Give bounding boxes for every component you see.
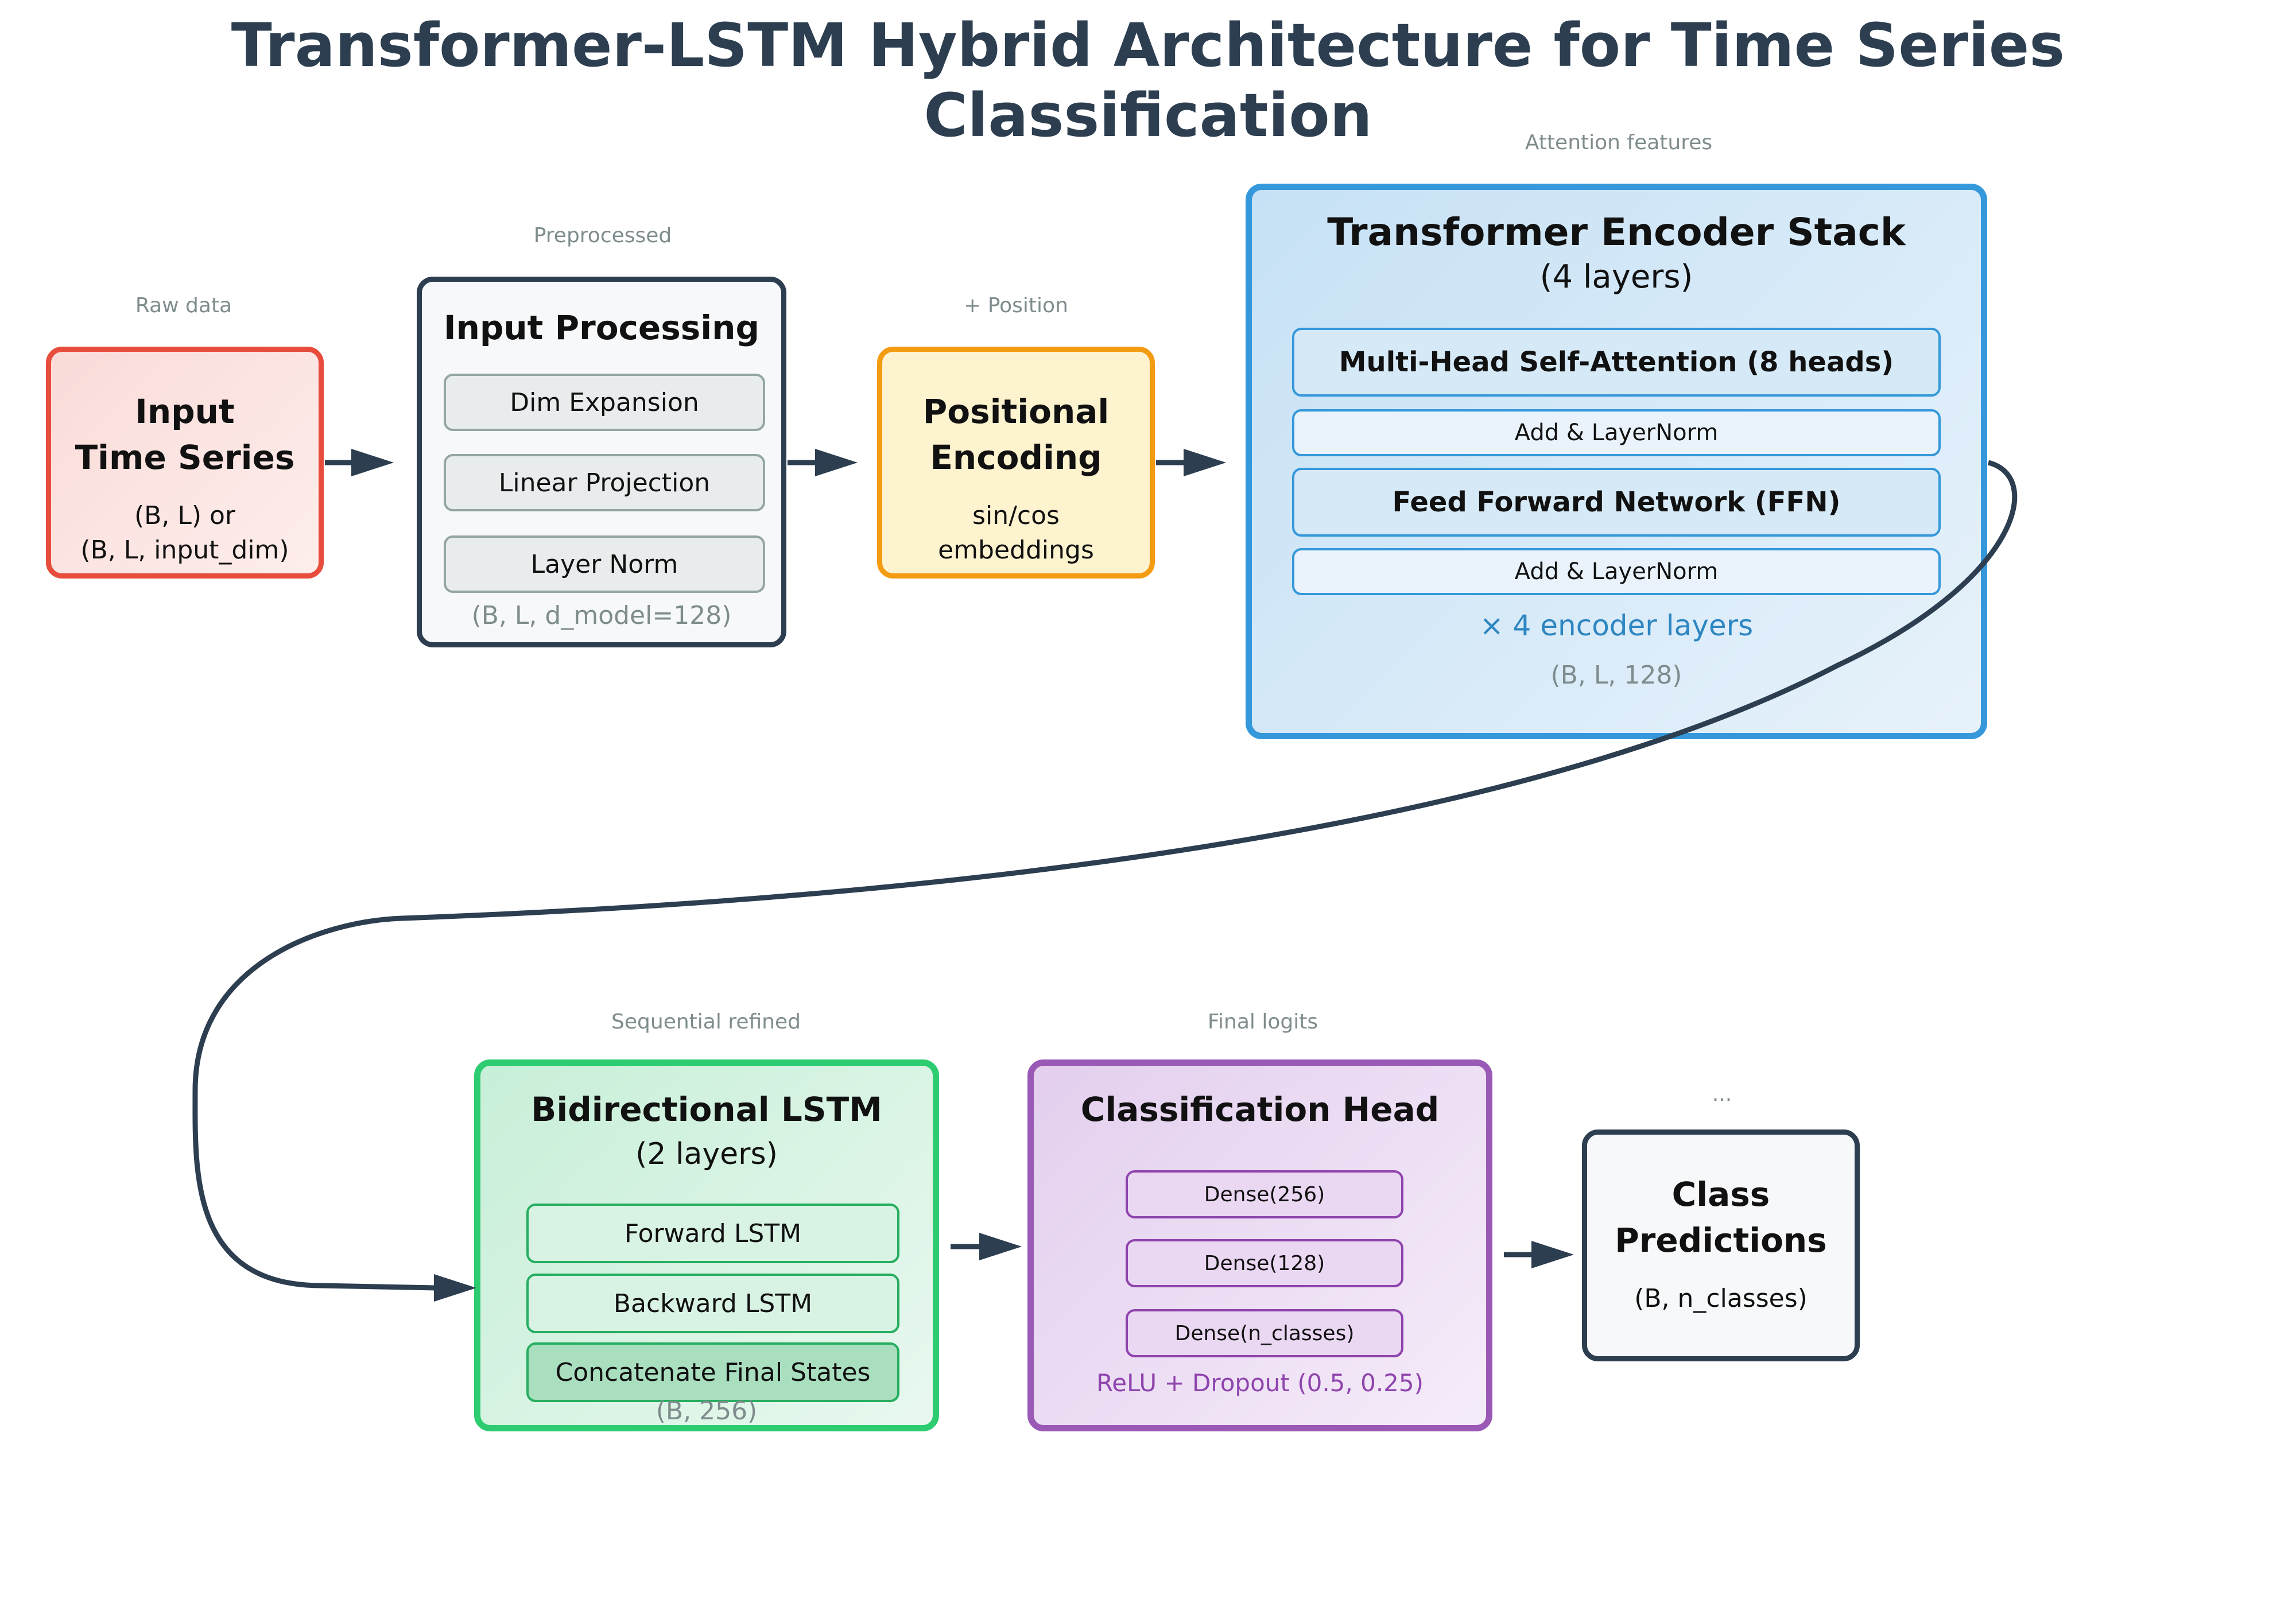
arrowhead-positional-to-transformer-icon: [1184, 449, 1226, 476]
label-attention-features: Attention features: [1525, 131, 1713, 154]
output-shape: (B, n_classes): [1634, 1284, 1808, 1313]
input-processing-box: Input Processing Dim Expansion Linear Pr…: [417, 277, 786, 647]
transformer-title: Transformer Encoder Stack: [1327, 210, 1906, 254]
positional-encoding-box: Positional Encoding sin/cos embeddings: [877, 347, 1155, 579]
label-preprocessed: Preprocessed: [533, 224, 672, 247]
label-ellipsis: ...: [1712, 1082, 1732, 1106]
transformer-item-addnorm-1: Add & LayerNorm: [1292, 409, 1941, 456]
input-time-series-box: Input Time Series (B, L) or (B, L, input…: [46, 347, 324, 579]
label-position: + Position: [964, 294, 1068, 317]
input-title-line1: Input: [135, 392, 235, 431]
processing-title: Input Processing: [443, 308, 759, 347]
positional-sub-line1: sin/cos: [972, 501, 1060, 530]
transformer-shape: (B, L, 128): [1550, 661, 1682, 690]
lstm-item-forward: Forward LSTM: [526, 1204, 899, 1263]
processing-shape: (B, L, d_model=128): [471, 601, 732, 630]
positional-sub-line2: embeddings: [938, 535, 1094, 565]
positional-title-line2: Encoding: [930, 438, 1102, 477]
transformer-repeat: × 4 encoder layers: [1479, 609, 1754, 642]
classifier-item-dense-256: Dense(256): [1126, 1170, 1403, 1218]
transformer-encoder-box: Transformer Encoder Stack (4 layers) Mul…: [1246, 184, 1987, 739]
arrowhead-processing-to-positional-icon: [815, 449, 858, 476]
lstm-title: Bidirectional LSTM: [531, 1090, 882, 1129]
label-sequential-refined: Sequential refined: [611, 1010, 801, 1034]
transformer-item-mhsa: Multi-Head Self-Attention (8 heads): [1292, 328, 1941, 397]
arrowhead-transformer-to-lstm-icon: [434, 1274, 476, 1302]
arrow-transformer-to-lstm: [192, 460, 2018, 1291]
arrowhead-input-to-processing-icon: [351, 449, 394, 476]
diagram-title: Transformer-LSTM Hybrid Architecture for…: [231, 10, 2065, 150]
input-shape-line1: (B, L) or: [134, 501, 235, 530]
processing-item-linear-projection: Linear Projection: [444, 454, 765, 511]
arrowhead-lstm-to-classifier-icon: [979, 1233, 1022, 1260]
lstm-item-backward: Backward LSTM: [526, 1274, 899, 1333]
processing-item-layer-norm: Layer Norm: [444, 535, 765, 593]
output-title-line2: Predictions: [1615, 1221, 1827, 1260]
classifier-title: Classification Head: [1080, 1090, 1440, 1129]
bilstm-box: Bidirectional LSTM (2 layers) Forward LS…: [474, 1059, 939, 1431]
class-predictions-box: Class Predictions (B, n_classes): [1582, 1129, 1860, 1361]
arrowhead-classifier-to-output-icon: [1531, 1241, 1574, 1268]
transformer-subtitle: (4 layers): [1539, 258, 1693, 296]
classifier-item-dense-n-classes: Dense(n_classes): [1126, 1309, 1403, 1357]
lstm-shape: (B, 256): [656, 1396, 758, 1426]
output-title-line1: Class: [1671, 1175, 1770, 1214]
label-final-logits: Final logits: [1207, 1010, 1318, 1034]
classification-head-box: Classification Head Dense(256) Dense(128…: [1027, 1059, 1492, 1431]
input-shape-line2: (B, L, input_dim): [80, 535, 289, 565]
classifier-note: ReLU + Dropout (0.5, 0.25): [1096, 1369, 1424, 1397]
processing-item-dim-expansion: Dim Expansion: [444, 374, 765, 431]
transformer-item-addnorm-2: Add & LayerNorm: [1292, 548, 1941, 595]
input-title-line2: Time Series: [75, 438, 295, 477]
classifier-item-dense-128: Dense(128): [1126, 1239, 1403, 1287]
positional-title-line1: Positional: [922, 392, 1110, 431]
lstm-item-concatenate: Concatenate Final States: [526, 1342, 899, 1402]
lstm-subtitle: (2 layers): [635, 1137, 778, 1171]
label-raw-data: Raw data: [135, 294, 232, 317]
transformer-item-ffn: Feed Forward Network (FFN): [1292, 468, 1941, 537]
